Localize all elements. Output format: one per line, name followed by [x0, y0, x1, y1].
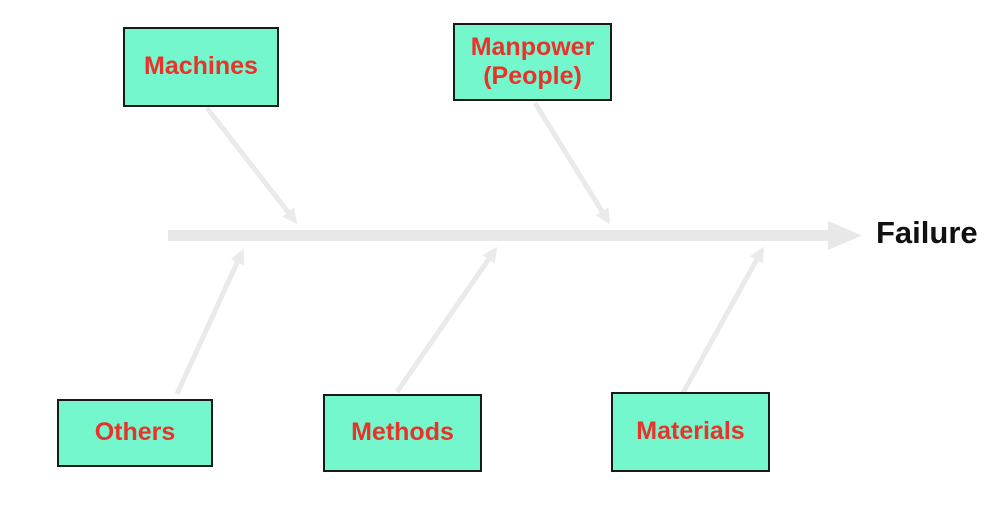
spine-arrowhead-icon — [828, 221, 862, 250]
cause-box-methods: Methods — [323, 394, 482, 472]
cause-label-machines: Machines — [144, 52, 258, 81]
cause-label-materials: Materials — [636, 417, 745, 446]
branch-materials — [680, 246, 765, 395]
cause-box-manpower: Manpower (People) — [453, 23, 612, 101]
effect-label: Failure — [876, 215, 978, 250]
cause-box-others: Others — [57, 399, 213, 467]
cause-label-manpower: Manpower (People) — [470, 32, 595, 91]
spine-line — [168, 230, 828, 241]
cause-label-methods: Methods — [351, 418, 454, 447]
cause-box-machines: Machines — [123, 27, 279, 107]
cause-label-others: Others — [94, 418, 176, 447]
cause-box-materials: Materials — [611, 392, 770, 472]
branch-manpower — [532, 101, 611, 225]
branch-others — [174, 248, 245, 396]
branch-methods — [394, 246, 498, 394]
branch-machines — [205, 106, 298, 224]
